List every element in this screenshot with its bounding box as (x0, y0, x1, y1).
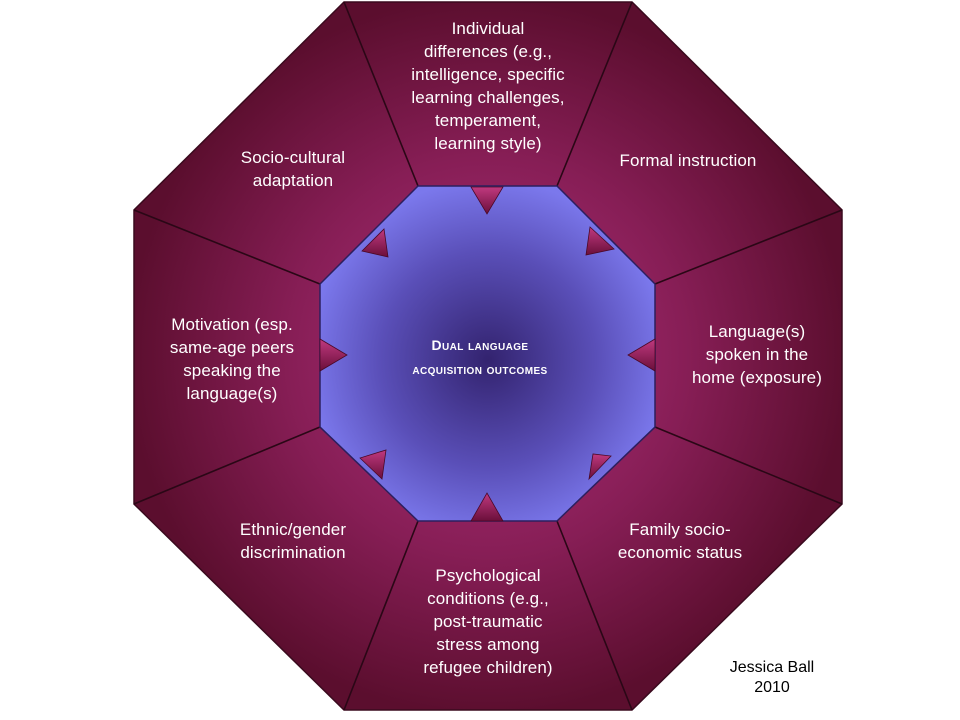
arrow-bottom-right (588, 453, 612, 481)
factor-formal-instruction: Formal instruction (619, 151, 757, 170)
divider-line (556, 520, 633, 711)
divider-line (133, 209, 321, 285)
arrow-bottom-left (359, 449, 387, 480)
arrow-top-right (585, 226, 615, 256)
divider-line (343, 1, 419, 187)
arrow-top (470, 186, 504, 215)
factor-individual-differences: Individual differences (e.g., intelligen… (411, 19, 565, 153)
author-credit: Jessica Ball 2010 (729, 659, 815, 696)
arrow-left (319, 338, 348, 372)
divider-line (556, 1, 633, 187)
factor-motivation: Motivation (esp. same-age peers speaking… (169, 315, 295, 403)
divider-line (133, 426, 321, 505)
arrow-right (627, 338, 656, 372)
center-title: Dual language acquisition outcomes (412, 337, 548, 377)
factor-psychological-conditions: Psychological conditions (e.g., post-tra… (423, 566, 553, 677)
factor-home-language: Language(s) spoken in the home (exposure… (691, 322, 822, 387)
factor-discrimination: Ethnic/gender discrimination (239, 520, 347, 562)
divider-line (654, 426, 843, 505)
segment-dividers (133, 1, 843, 711)
arrowheads (319, 186, 656, 522)
factor-socio-cultural: Socio-cultural adaptation (240, 148, 346, 190)
factor-family-ses: Family socio- economic status (617, 520, 743, 562)
divider-line (343, 520, 419, 711)
inner-octagon (319, 185, 656, 522)
arrow-top-left (361, 228, 389, 258)
arrow-bottom (470, 492, 504, 522)
divider-line (654, 209, 843, 285)
